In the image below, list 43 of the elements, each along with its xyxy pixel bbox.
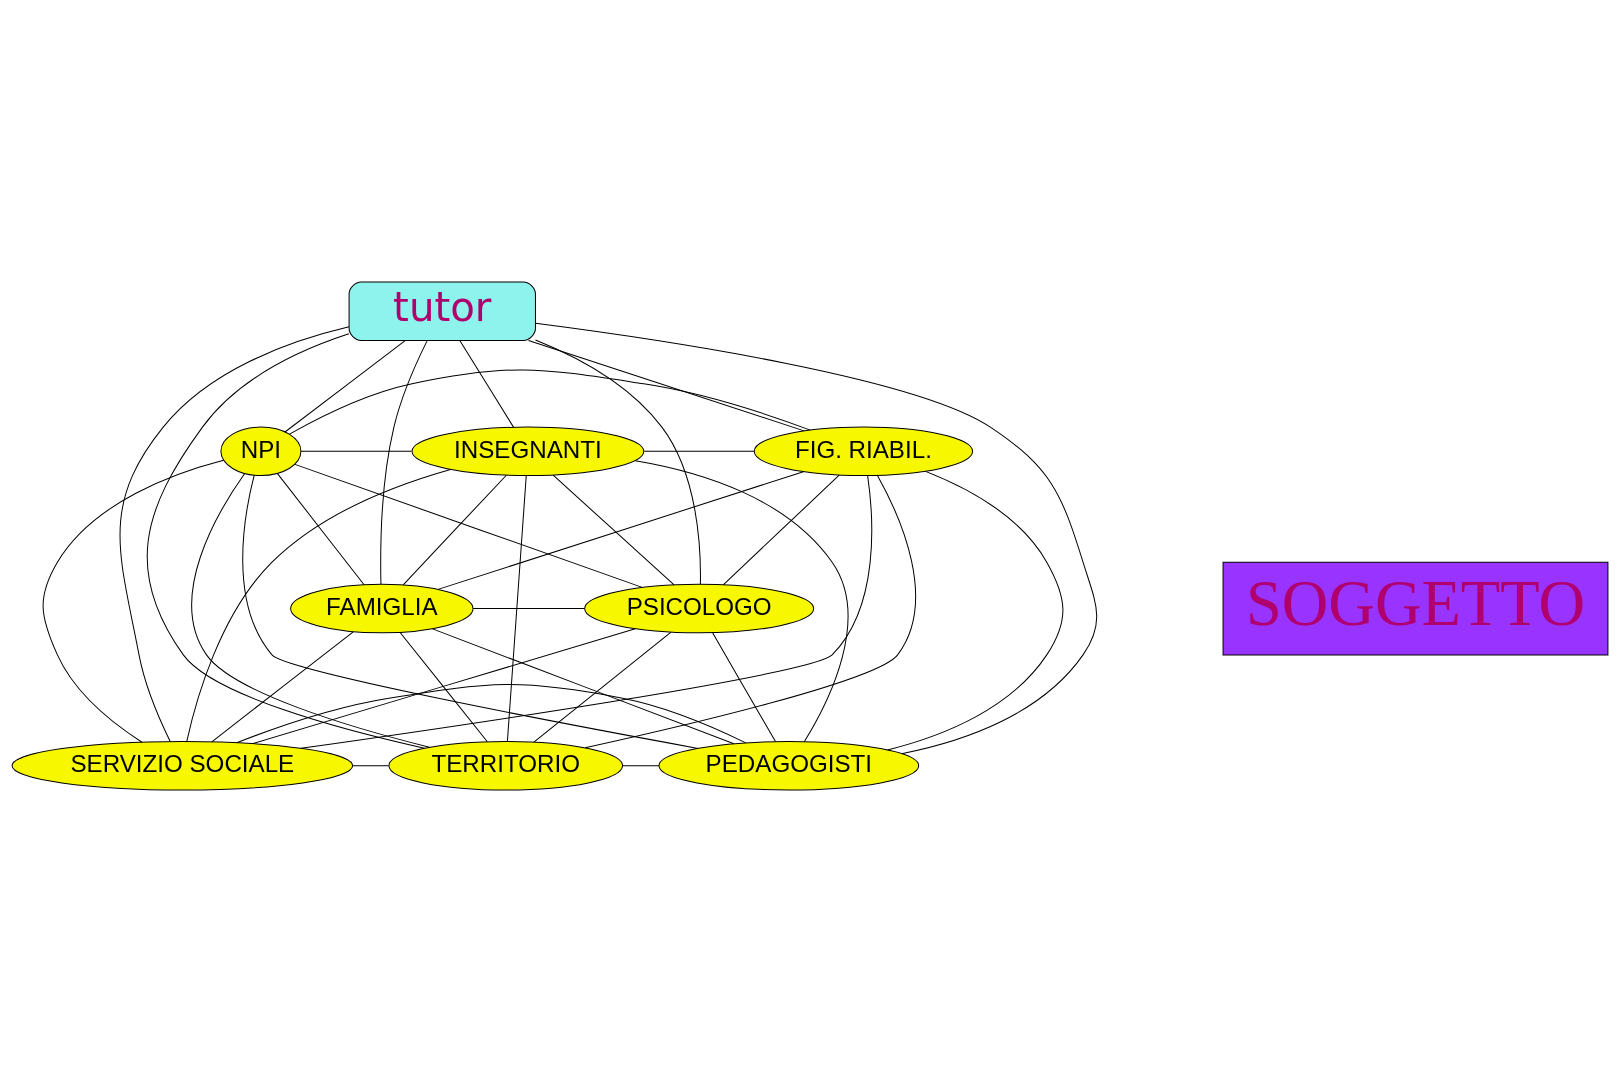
node-ellipse: INSEGNANTI [411,426,645,477]
connector [722,474,840,586]
node-ellipse: NPI [220,426,302,477]
connector [437,471,804,590]
connector [712,632,776,743]
connector [634,460,849,742]
node-ellipse: FIG. RIABIL. [753,426,974,477]
connector [276,473,365,586]
node-ellipse: PEDAGOGISTI [658,741,920,791]
connector [42,459,224,743]
connector [380,340,428,585]
connector [289,369,811,435]
connector [643,450,755,452]
connector [622,765,660,767]
connector [399,631,488,743]
node-ellipse: SERVIZIO SOCIALE [11,741,354,791]
connector [472,608,585,610]
node-box: SOGGETTO [1222,561,1609,656]
node-ellipse: FAMIGLIA [290,583,474,634]
connector [533,631,672,743]
connector [402,474,507,586]
connector [432,628,735,745]
connector [284,340,406,433]
connector [242,474,699,749]
node-ellipse: TERRITORIO [388,741,624,791]
connector [294,463,643,588]
connector [300,475,873,749]
connector [552,474,675,586]
connector [146,333,425,749]
connector [252,628,636,745]
connector [886,470,1064,751]
connector [300,450,412,452]
connector [352,765,390,767]
node-box: tutor [348,281,536,341]
connector [119,326,350,742]
connector [506,475,527,742]
connector [459,340,515,428]
node-ellipse: PSICOLOGO [584,583,815,634]
connector [528,340,805,432]
connector [534,339,701,585]
connector [535,322,1098,755]
connector [211,631,354,743]
connector [236,684,747,744]
